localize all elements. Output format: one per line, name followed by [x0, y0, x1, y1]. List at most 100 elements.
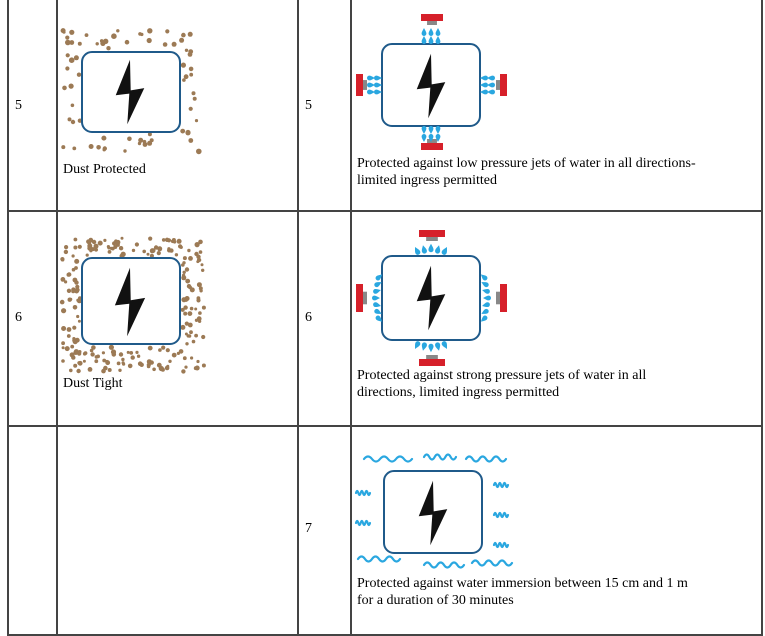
water-drop	[479, 75, 489, 81]
water-drop	[366, 89, 376, 95]
dust-particle	[91, 239, 97, 245]
dust-particle	[152, 367, 156, 372]
nozzle	[419, 359, 445, 366]
dust-particle	[73, 55, 79, 61]
dust-particle	[198, 250, 203, 254]
dust-particle	[74, 266, 78, 270]
dust-particle	[147, 345, 153, 351]
liquid-rating-description-line1: Protected against strong pressure jets o…	[357, 368, 647, 383]
dust-particle	[66, 334, 71, 338]
water-drop	[421, 36, 427, 44]
dust-particle	[164, 237, 170, 242]
lightning-bolt-icon	[115, 59, 145, 125]
dust-particle	[74, 280, 79, 285]
dust-particle	[196, 296, 201, 300]
dust-particle	[188, 66, 194, 72]
dust-particle	[191, 91, 196, 96]
dust-particle	[134, 242, 139, 247]
liquid-rating-description-line2: limited ingress permitted	[357, 173, 497, 188]
liquid-rating-description-line2: directions, limited ingress permitted	[357, 385, 560, 400]
lightning-bolt-icon	[416, 53, 446, 119]
dust-particle	[199, 289, 203, 293]
dust-particle	[201, 305, 206, 310]
dust-particle	[198, 311, 202, 315]
dust-particle	[196, 282, 202, 288]
dust-particle	[157, 246, 163, 252]
dust-particle	[96, 145, 101, 150]
dust-particle	[146, 252, 150, 256]
dust-particle	[130, 355, 135, 360]
dust-particle	[196, 359, 200, 364]
dust-particle	[127, 363, 133, 369]
dust-particle	[156, 251, 161, 256]
dust-particle	[184, 321, 189, 326]
dust-particle	[162, 42, 168, 47]
water-waves-icon	[354, 453, 514, 569]
dust-particle	[82, 359, 86, 363]
dust-particle	[106, 245, 110, 249]
dust-particle	[68, 83, 74, 89]
dust-particle	[142, 142, 148, 147]
water-drop	[435, 134, 441, 142]
dust-particle	[97, 240, 103, 246]
dust-particle	[186, 284, 192, 289]
dust-particle	[183, 305, 188, 310]
dust-particle	[187, 31, 193, 37]
dust-particle	[103, 365, 108, 371]
water-drop	[482, 288, 490, 294]
dust-particle	[61, 145, 66, 150]
dust-particle	[69, 29, 75, 35]
water-drop	[373, 75, 383, 81]
dust-particle	[67, 297, 72, 302]
dust-particle	[196, 148, 202, 155]
dust-particle	[63, 249, 69, 255]
dust-particle	[103, 238, 107, 242]
dust-particle	[180, 128, 186, 134]
dust-particle	[90, 352, 95, 357]
dust-particle	[65, 66, 70, 71]
dust-particle	[189, 287, 195, 293]
dust-particle	[201, 268, 205, 272]
dust-particle	[64, 280, 68, 284]
nozzle	[419, 230, 445, 237]
water-drop	[435, 245, 441, 254]
dust-particle	[126, 350, 130, 354]
dust-particle	[176, 351, 180, 355]
table-row: 6 Dust Tight 6 Protected against strong …	[7, 210, 763, 427]
dust-particle	[73, 237, 78, 242]
dust-particle	[194, 119, 199, 123]
dust-particle	[76, 72, 82, 77]
dust-particle	[197, 319, 202, 323]
dust-particle	[107, 368, 112, 372]
dust-particle	[121, 357, 125, 362]
dust-particle	[184, 48, 189, 52]
water-drop	[373, 288, 381, 294]
dust-particle	[171, 41, 177, 47]
dust-particle	[182, 78, 186, 82]
dust-particle	[189, 330, 193, 335]
water-drop	[375, 274, 383, 281]
water-wave	[354, 519, 372, 527]
dust-particle	[86, 239, 91, 244]
nozzle	[500, 284, 507, 312]
dust-particle	[116, 361, 121, 366]
dust-particle	[84, 33, 89, 37]
dust-particle	[108, 344, 114, 350]
liquid-rating-description-line1: Protected against low pressure jets of w…	[357, 156, 696, 171]
dust-particle	[191, 339, 196, 344]
dust-particle	[183, 74, 189, 80]
solid-description-cell	[56, 425, 299, 636]
table-row: 7 Protected against water immersion betw…	[7, 425, 763, 636]
dust-particle	[142, 249, 146, 254]
dust-particle	[180, 62, 186, 68]
dust-particle	[67, 117, 72, 122]
water-wave	[422, 453, 458, 461]
nozzle-base	[427, 21, 437, 25]
nozzle	[356, 284, 363, 312]
dust-particle	[194, 365, 200, 371]
dust-particle	[65, 35, 70, 40]
water-wave	[362, 455, 414, 463]
dust-particle	[118, 352, 124, 357]
liquid-number-cell: 7	[297, 425, 352, 636]
water-drop	[486, 75, 496, 81]
